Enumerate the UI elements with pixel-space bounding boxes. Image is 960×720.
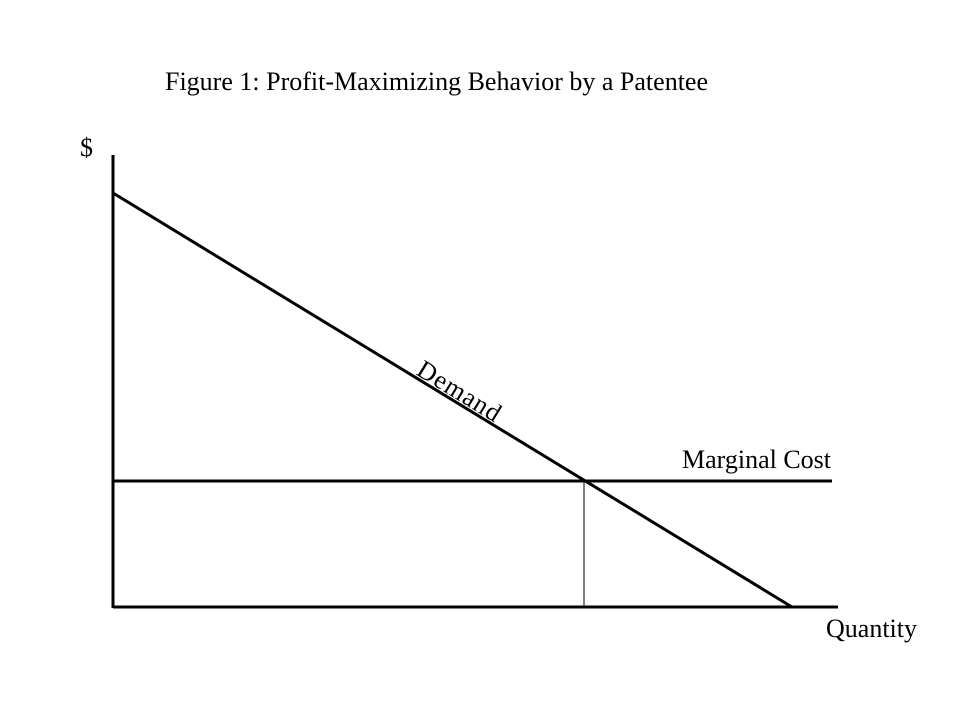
figure-title: Figure 1: Profit-Maximizing Behavior by …: [165, 67, 708, 96]
marginal-cost-label: Marginal Cost: [682, 445, 832, 474]
demand-label: Demand: [412, 354, 507, 428]
y-axis-label: $: [80, 133, 93, 162]
demand-curve: [112, 191, 793, 609]
x-axis-label: Quantity: [826, 614, 917, 643]
